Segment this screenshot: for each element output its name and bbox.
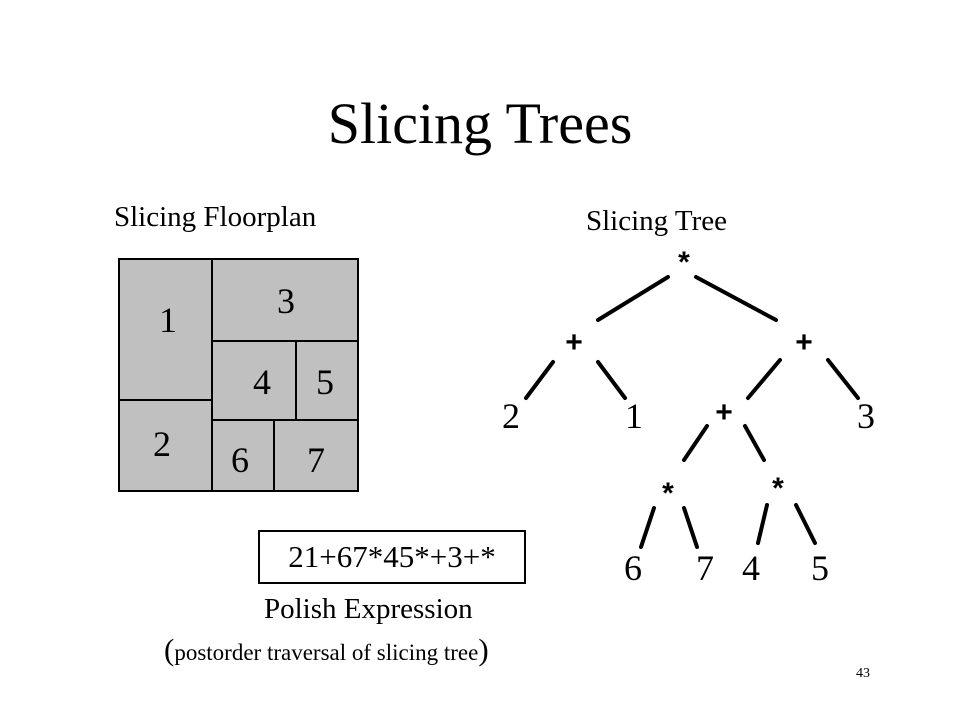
edge-plus-left-1	[596, 360, 627, 400]
tree-leaves: 2 1 3 6 7 4 5	[502, 396, 875, 588]
slide-title: Slicing Trees	[327, 91, 633, 156]
note-close-paren: )	[478, 632, 489, 667]
room-label-4: 4	[253, 362, 271, 402]
edge-plus-mid-left	[682, 424, 709, 462]
page-number: 43	[856, 666, 870, 681]
edge-star-left-7	[682, 506, 699, 549]
floorplan: 1 2 3 4 5 6 7	[118, 258, 359, 492]
tree-leaf-1: 1	[625, 396, 643, 436]
room-7	[273, 419, 359, 492]
tree-leaf-4: 4	[742, 548, 760, 588]
tree-leaf-3: 3	[857, 396, 875, 436]
room-label-2: 2	[153, 424, 171, 464]
tree-op-plus-mid: +	[715, 396, 733, 429]
tree-op-plus-left: +	[565, 326, 583, 359]
edge-plus-right-plus	[746, 358, 782, 400]
polish-expression-caption: Polish Expression	[264, 593, 473, 625]
room-6	[211, 419, 275, 492]
room-label-1: 1	[159, 300, 177, 340]
slicing-tree-title: Slicing Tree	[586, 205, 727, 237]
tree-edges	[524, 275, 860, 549]
edge-plus-left-2	[524, 360, 555, 400]
tree-operators: * + + + * *	[565, 246, 813, 510]
edge-root-right	[694, 275, 778, 322]
tree-op-root: *	[678, 246, 690, 279]
tree-leaf-6: 6	[624, 548, 642, 588]
room-label-3: 3	[277, 281, 295, 321]
tree-leaf-7: 7	[696, 548, 714, 588]
edge-plus-right-3	[826, 358, 860, 400]
edge-plus-mid-right	[743, 424, 766, 462]
tree-leaf-5: 5	[811, 548, 829, 588]
tree-op-star-right: *	[772, 472, 784, 505]
edge-star-left-6	[639, 506, 656, 549]
note-text: postorder traversal of slicing tree	[174, 640, 479, 665]
edge-star-right-5	[794, 503, 817, 545]
polish-expression-box: 21+67*45*+3+*	[258, 530, 526, 584]
floorplan-title: Slicing Floorplan	[114, 201, 317, 233]
tree-leaf-2: 2	[502, 396, 520, 436]
edge-root-left	[596, 275, 670, 322]
room-label-5: 5	[316, 362, 334, 402]
tree-op-star-left: *	[662, 477, 674, 510]
edge-star-right-4	[756, 503, 769, 545]
polish-expression-note: (postorder traversal of slicing tree)	[164, 632, 489, 674]
note-open-paren: (	[164, 632, 175, 667]
tree-op-plus-right: +	[795, 326, 813, 359]
room-label-6: 6	[231, 440, 249, 480]
room-2	[118, 399, 213, 492]
room-label-7: 7	[307, 440, 325, 480]
